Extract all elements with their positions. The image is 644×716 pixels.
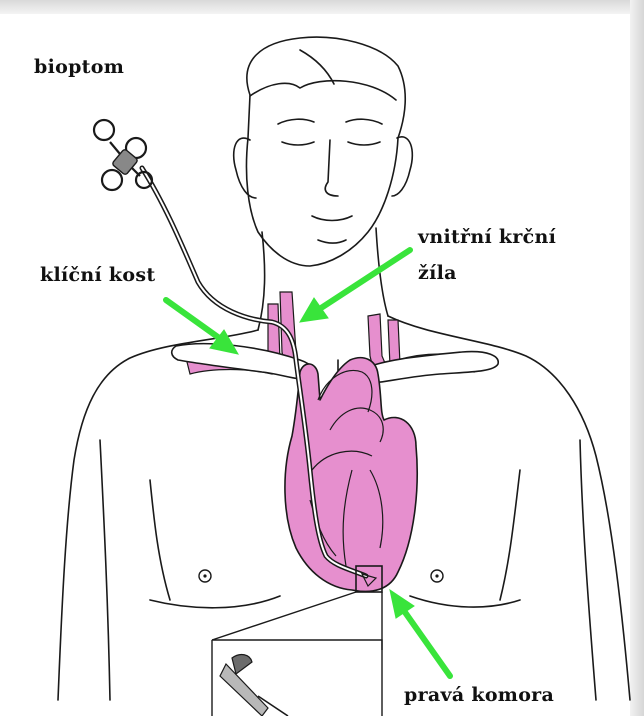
arrow-zila-head [300,298,328,322]
neck-left [258,232,265,330]
arrow-klicni-kost-shaft [166,300,222,340]
right-arm-inner [580,440,596,700]
arrow-komora-shaft [402,608,450,676]
left-brow [278,119,314,124]
right-nipple-center [435,574,438,577]
left-arm-inner [100,440,110,700]
mouth [312,216,352,221]
arrow-komora-head [390,590,414,618]
handle-ring-top [94,120,114,140]
zoom-line-left [212,592,356,640]
label-prava-komora: pravá komora [404,684,554,706]
inset-bioptome-jaws [220,655,288,716]
left-eye [282,142,314,145]
label-klicni-kost: klíční kost [40,264,155,286]
chin [318,240,346,243]
label-bioptom: bioptom [34,56,124,78]
label-zila: žíla [418,262,457,284]
hair-strand [300,50,334,84]
right-brow [346,119,382,124]
right-pec [410,596,520,607]
right-chest-line [500,470,520,600]
label-vnitrni-krcni: vnitřní krční [418,226,556,248]
left-chest-line [150,480,170,600]
left-ear [234,138,256,198]
hair-line [250,81,396,100]
handle-ring-bottom [102,170,122,190]
left-shoulder [58,330,258,700]
right-eye [348,142,380,145]
left-nipple-center [203,574,206,577]
arrow-zila-shaft [318,250,410,310]
nose [325,140,338,196]
